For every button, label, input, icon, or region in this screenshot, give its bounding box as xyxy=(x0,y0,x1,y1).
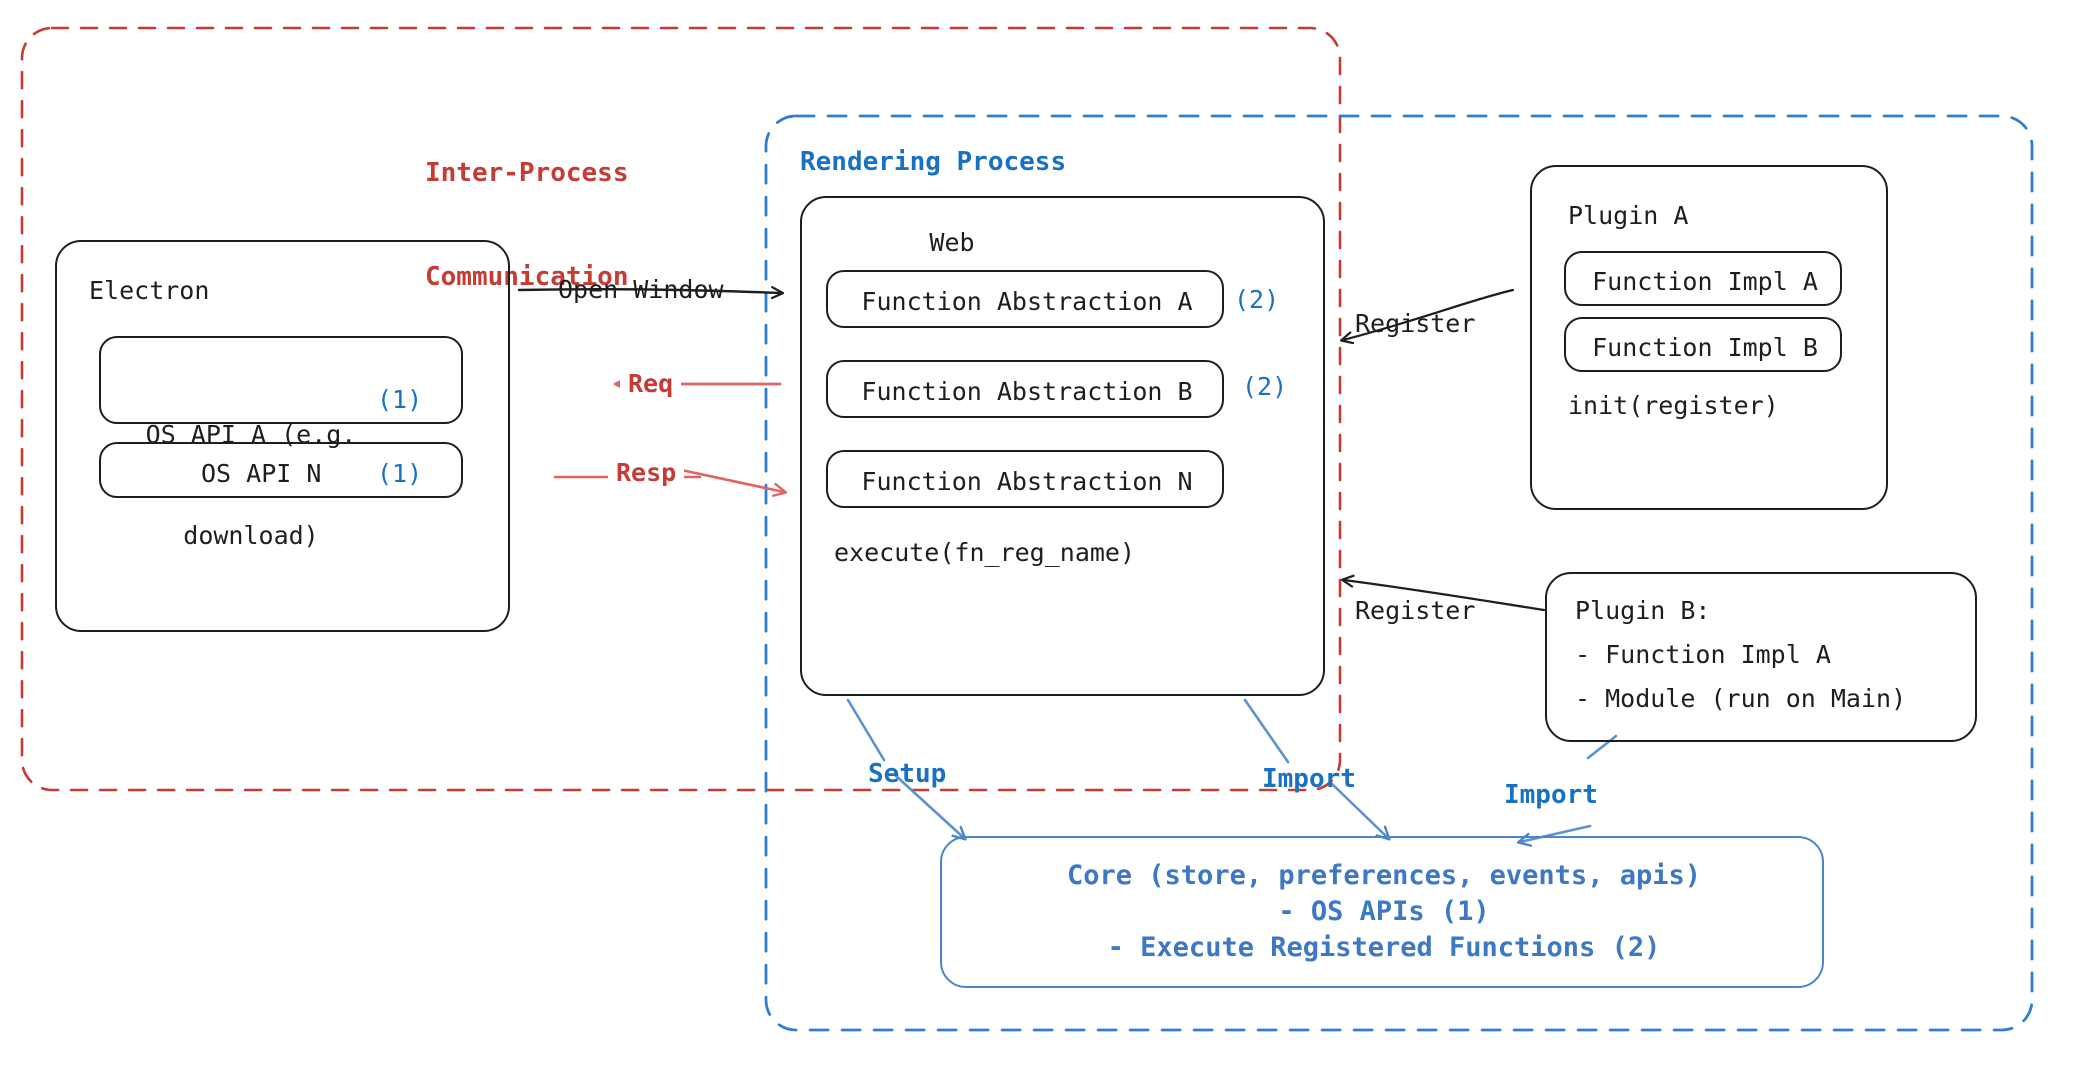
core-line-3: - Execute Registered Functions (2) xyxy=(1107,932,1661,963)
core-node[interactable]: Core (store, preferences, events, apis) … xyxy=(940,836,1824,988)
plugin-a-title: Plugin A xyxy=(1568,201,1689,230)
os-api-a-tag: (1) xyxy=(377,385,423,414)
function-impl-a-label: Function Impl A xyxy=(1592,267,1818,296)
web-node[interactable]: Web Function Abstraction A (2) Function … xyxy=(800,196,1325,696)
function-impl-a-node[interactable]: Function Impl A xyxy=(1564,251,1842,306)
os-api-n-label: OS API N xyxy=(201,459,322,488)
core-line-1: Core (store, preferences, events, apis) xyxy=(1067,860,1701,891)
ipc-group-label: Inter-Process Communication xyxy=(425,157,629,293)
function-abstraction-n-label: Function Abstraction N xyxy=(861,467,1193,496)
edge-label-open-window: Open Window xyxy=(558,275,724,304)
os-api-a-node[interactable]: OS API A (e.g. download) (1) xyxy=(99,336,463,550)
os-api-n-node[interactable]: OS API N (1) xyxy=(99,442,463,498)
function-abstraction-b-tag: (2) xyxy=(1242,372,1288,401)
function-abstraction-n-node[interactable]: Function Abstraction N xyxy=(826,450,1224,508)
os-api-a-label: OS API A (e.g. download) xyxy=(145,420,357,550)
electron-title: Electron xyxy=(89,276,210,305)
edge-label-resp: Resp xyxy=(608,456,685,490)
edge-label-import-web: Import xyxy=(1262,764,1356,794)
plugin-a-init-label: init(register) xyxy=(1568,391,1779,420)
edge-label-setup: Setup xyxy=(868,759,947,789)
web-execute-label: execute(fn_reg_name) xyxy=(834,538,1136,567)
core-line-2: - OS APIs (1) xyxy=(1278,896,1490,927)
plugin-b-item-1: - Module (run on Main) xyxy=(1575,684,1907,713)
function-abstraction-a-label: Function Abstraction A xyxy=(861,287,1193,316)
function-impl-b-label: Function Impl B xyxy=(1592,333,1818,362)
function-abstraction-b-label: Function Abstraction B xyxy=(861,377,1193,406)
edge-label-register-plugin-b: Register xyxy=(1355,596,1476,625)
function-abstraction-a-tag: (2) xyxy=(1234,285,1280,314)
plugin-a-node[interactable]: Plugin A Function Impl A Function Impl B… xyxy=(1530,165,1888,510)
edge-label-import-plugin-b: Import xyxy=(1504,780,1598,810)
edge-label-req: Req xyxy=(620,367,682,401)
plugin-b-item-0: - Function Impl A xyxy=(1575,640,1831,669)
os-api-n-tag: (1) xyxy=(377,459,423,488)
rendering-process-group-label: Rendering Process xyxy=(800,147,1067,177)
edge-label-register-plugin-a: Register xyxy=(1355,309,1476,338)
function-abstraction-a-node[interactable]: Function Abstraction A xyxy=(826,270,1224,328)
plugin-b-title: Plugin B: xyxy=(1575,596,1711,625)
function-abstraction-b-node[interactable]: Function Abstraction B xyxy=(826,360,1224,418)
plugin-b-node[interactable]: Plugin B: - Function Impl A - Module (ru… xyxy=(1545,572,1977,742)
electron-node[interactable]: Electron OS API A (e.g. download) (1) OS… xyxy=(55,240,510,632)
function-impl-b-node[interactable]: Function Impl B xyxy=(1564,317,1842,372)
web-title: Web xyxy=(929,228,975,257)
